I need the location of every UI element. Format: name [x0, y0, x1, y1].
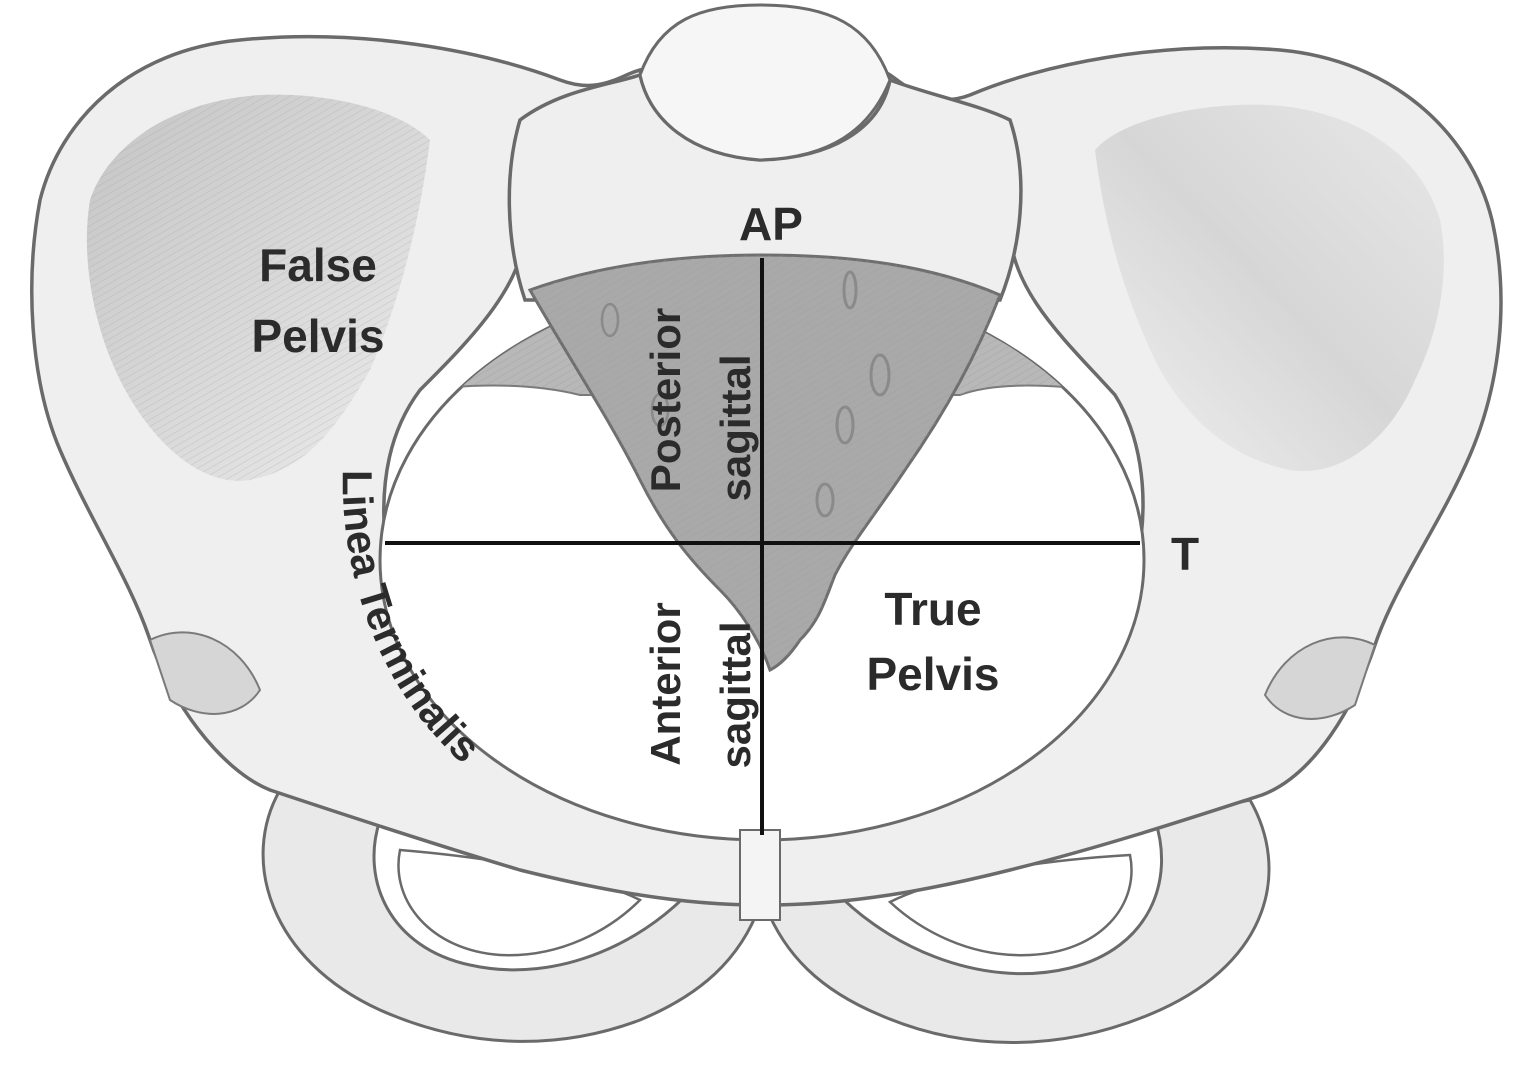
anterior-sagittal-label-2: sagittal [712, 621, 759, 768]
false-pelvis-label-1: False [259, 239, 377, 291]
anterior-sagittal-label-1: Anterior [642, 602, 689, 765]
t-label: T [1171, 528, 1199, 580]
posterior-sagittal-label-2: sagittal [712, 354, 759, 501]
true-pelvis-label-1: True [884, 583, 981, 635]
ap-label: AP [739, 198, 803, 250]
posterior-sagittal-label-1: Posterior [642, 308, 689, 492]
pubic-symphysis [740, 830, 780, 920]
true-pelvis-label-2: Pelvis [867, 648, 1000, 700]
false-pelvis-label-2: Pelvis [252, 310, 385, 362]
